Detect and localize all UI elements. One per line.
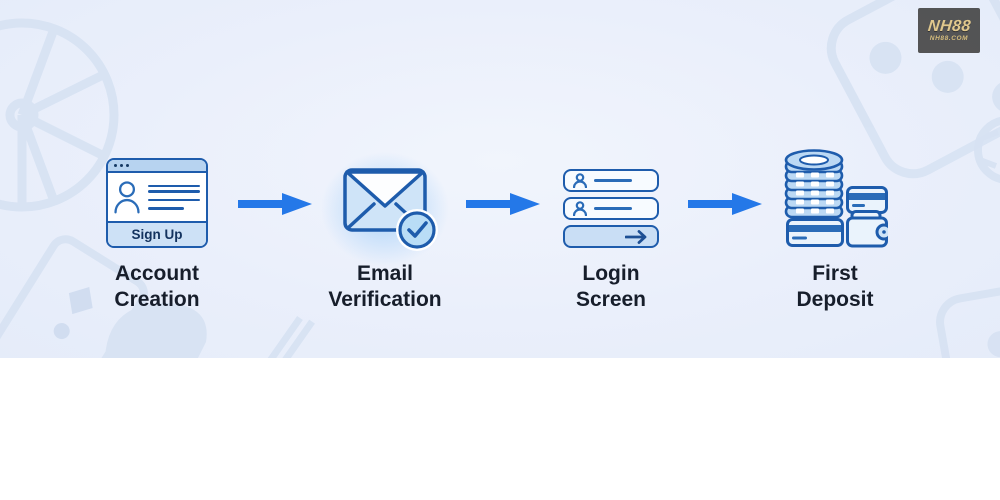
titlebar-dot-icon	[126, 164, 129, 167]
watermark-brand-text: NH88	[926, 18, 972, 35]
chip-stack-icon	[784, 149, 844, 219]
step-email-verification: Email Verification	[275, 136, 495, 313]
arrow-right-icon	[625, 229, 647, 244]
titlebar-dot-icon	[120, 164, 123, 167]
step-label-first-deposit: First Deposit	[796, 262, 874, 311]
watermark-domain-text: NH88.COM	[929, 35, 969, 42]
bottom-white-band	[0, 358, 1000, 500]
background-decorations	[0, 0, 1000, 358]
login-field-password	[563, 197, 659, 220]
titlebar-dot-icon	[114, 164, 117, 167]
text-lines-icon	[148, 184, 200, 210]
user-glyph-icon	[573, 201, 587, 216]
wallet-icon	[846, 210, 888, 248]
field-text-line	[594, 207, 632, 210]
verified-check-icon	[396, 209, 438, 251]
signup-button: Sign Up	[108, 221, 206, 246]
credit-card-icon	[846, 186, 888, 214]
window-titlebar	[108, 160, 206, 173]
background-panel: NH88 NH88.COM	[0, 0, 1000, 358]
chip-decoration-icon	[974, 116, 1000, 184]
login-submit-button	[563, 225, 659, 248]
step-label-account-creation: Account Creation	[114, 262, 200, 311]
cards-decoration-icon	[0, 235, 315, 358]
flow-arrow-icon	[466, 193, 540, 215]
step-login-screen: Login Screen	[501, 140, 721, 313]
flow-arrow-icon	[688, 193, 762, 215]
credit-card-icon	[786, 218, 844, 247]
deposit-chips-wallet-icon	[784, 149, 888, 248]
die-corner-decoration-icon	[936, 277, 1000, 358]
flow-arrow-icon	[238, 193, 312, 215]
account-creation-icon-wrap: Sign Up	[106, 140, 208, 248]
field-text-line	[594, 179, 632, 182]
window-body	[108, 173, 206, 221]
user-avatar-icon	[114, 181, 140, 214]
login-form-icon	[563, 169, 659, 248]
email-verification-icon-wrap	[303, 136, 467, 282]
login-screen-icon-wrap	[563, 140, 659, 248]
step-first-deposit: First Deposit	[725, 140, 945, 313]
signup-window-icon: Sign Up	[106, 158, 208, 248]
step-account-creation: Sign Up Account Creation	[47, 140, 267, 313]
watermark-logo: NH88 NH88.COM	[918, 8, 980, 53]
first-deposit-icon-wrap	[782, 140, 888, 248]
login-field-username	[563, 169, 659, 192]
wheel-decoration-icon	[0, 18, 119, 212]
user-glyph-icon	[573, 173, 587, 188]
step-label-login-screen: Login Screen	[575, 262, 647, 311]
